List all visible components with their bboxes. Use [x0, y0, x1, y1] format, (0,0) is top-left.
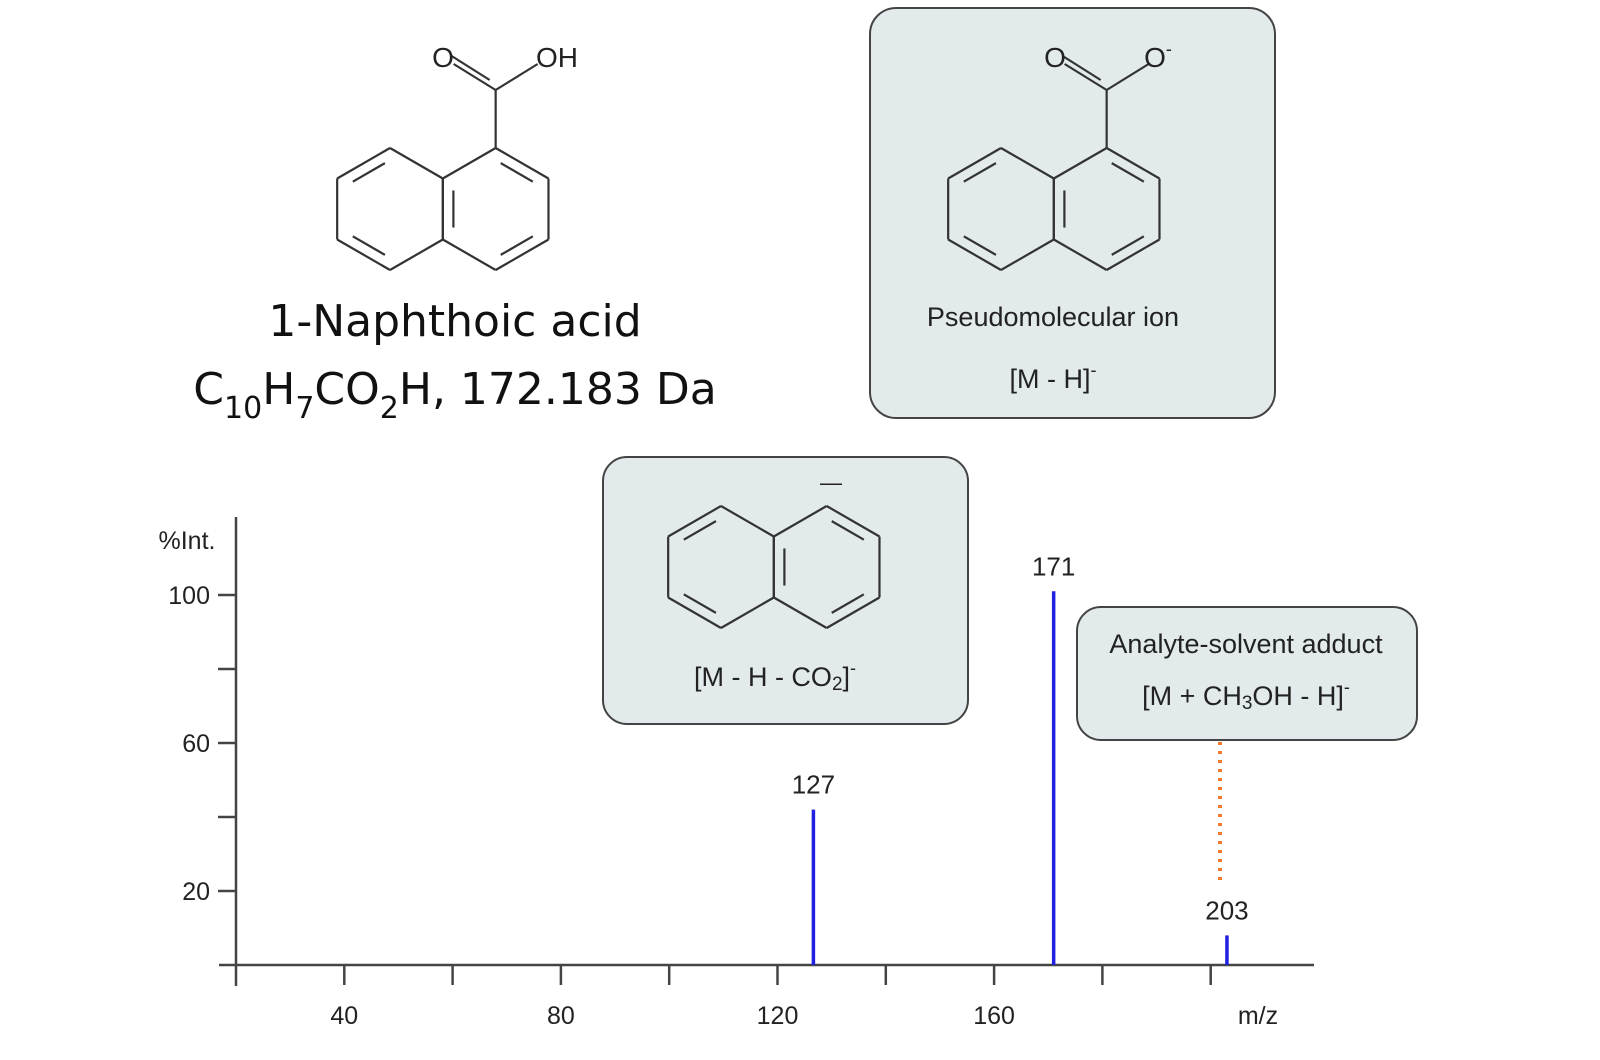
atom-o-label: O [432, 42, 454, 73]
carboxylate-group [1106, 63, 1150, 91]
pseudomolecular-ion-structure [947, 147, 1161, 271]
atom-o-label: O [1044, 42, 1066, 73]
adduct-formula: [M + CH3OH - H]- [1142, 677, 1350, 714]
chemical-structures [336, 55, 1161, 629]
x-axis-label: m/z [1238, 1002, 1278, 1030]
y-tick-label: 20 [182, 878, 210, 906]
naphthyl-anion-structure [667, 505, 881, 629]
y-tick-label: 100 [168, 582, 210, 610]
anion-mark: — [820, 470, 842, 495]
peak-label: 171 [1032, 551, 1075, 581]
x-tick-label: 120 [757, 1002, 799, 1030]
pseudomolecular-title: Pseudomolecular ion [927, 302, 1179, 332]
x-tick-label: 40 [330, 1002, 358, 1030]
carboxyl-group [451, 55, 491, 81]
fragment-formula: [M - H - CO2]- [694, 658, 856, 695]
spectrum-chart: %Int. m/z 40 80 120 160 20 60 100 127 171 203 [159, 517, 1314, 1030]
pseudomolecular-ion-box [869, 7, 1276, 419]
molecule-formula: C10H7CO2H, 172.183 Da [193, 364, 716, 426]
peak-label: 203 [1205, 895, 1248, 925]
adduct-ion-box [1076, 606, 1418, 741]
carboxyl-group [453, 63, 497, 91]
atom-oh-label: OH [536, 42, 578, 73]
y-tick-label: 60 [182, 730, 210, 758]
carboxylate-group [1062, 55, 1102, 81]
atom-o-minus-label: O- [1144, 39, 1172, 73]
naphthoic-acid-structure [336, 147, 550, 271]
pseudomolecular-formula: [M - H]- [1010, 360, 1097, 394]
molecule-name: 1-Naphthoic acid [268, 296, 641, 347]
carboxyl-group [495, 63, 539, 91]
y-axis-label: %Int. [159, 527, 216, 555]
fragment-ion-box [602, 456, 969, 725]
carboxylate-group [1064, 63, 1108, 91]
adduct-title: Analyte-solvent adduct [1109, 629, 1383, 659]
x-tick-label: 160 [973, 1002, 1015, 1030]
x-tick-label: 80 [547, 1002, 575, 1030]
peak-label: 127 [792, 770, 835, 800]
